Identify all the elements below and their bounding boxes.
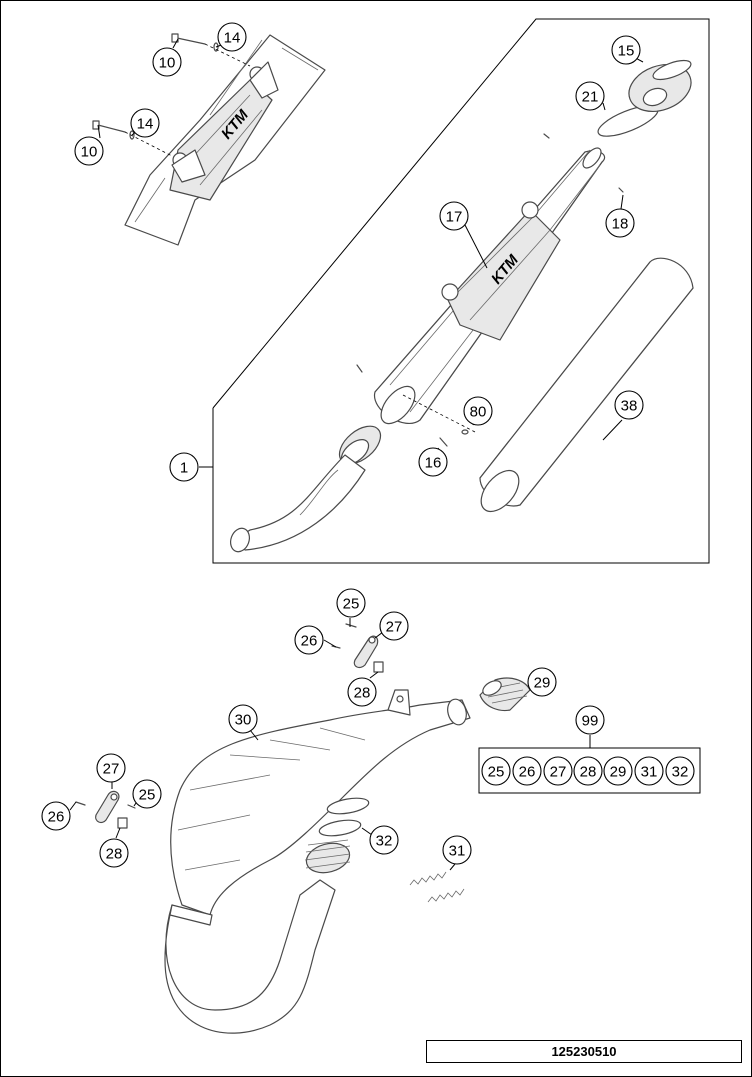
lower-bracket-hardware: [75, 790, 136, 829]
svg-text:99: 99: [582, 713, 599, 730]
svg-text:32: 32: [376, 833, 393, 850]
svg-text:31: 31: [449, 843, 466, 860]
svg-text:25: 25: [488, 764, 505, 781]
callout-21: 21: [575, 81, 605, 111]
svg-text:10: 10: [81, 144, 98, 161]
callout-25-upper: 25: [336, 588, 366, 618]
svg-text:26: 26: [519, 764, 536, 781]
svg-text:27: 27: [550, 764, 567, 781]
callout-10-lower: 10: [74, 136, 104, 166]
svg-text:80: 80: [470, 404, 487, 421]
callout-16: 16: [418, 447, 448, 477]
svg-text:10: 10: [159, 55, 176, 72]
svg-text:32: 32: [672, 764, 689, 781]
callout-18: 18: [605, 208, 635, 238]
silencer-illustration: KTM: [229, 133, 624, 553]
kit-part-28: 28: [573, 756, 603, 786]
callout-25-lower: 25: [132, 779, 162, 809]
svg-text:15: 15: [618, 43, 635, 60]
header-pipe-illustration: [164, 689, 471, 1034]
o-rings-illustration: [318, 797, 370, 837]
callout-14-lower: 14: [130, 108, 160, 138]
packing-tube-illustration: [479, 257, 694, 513]
svg-text:25: 25: [343, 596, 360, 613]
svg-text:14: 14: [224, 30, 241, 47]
svg-text:38: 38: [621, 398, 638, 415]
svg-text:29: 29: [610, 764, 627, 781]
kit-part-31: 31: [634, 756, 664, 786]
callout-14-upper: 14: [217, 22, 247, 52]
svg-text:27: 27: [386, 619, 403, 636]
frame-mount-illustration: KTM: [92, 33, 326, 246]
rubber-boot-illustration: [479, 677, 531, 712]
svg-text:18: 18: [612, 216, 629, 233]
svg-text:14: 14: [137, 116, 154, 133]
callout-38: 38: [614, 390, 644, 420]
svg-text:21: 21: [582, 89, 599, 106]
callout-1: 1: [169, 452, 199, 482]
svg-text:28: 28: [580, 764, 597, 781]
callout-10-upper: 10: [152, 47, 182, 77]
callout-26-lower: 26: [41, 801, 71, 831]
callout-29: 29: [527, 667, 557, 697]
callout-15: 15: [611, 35, 641, 65]
drawing-number-label: 125230510: [551, 1044, 617, 1059]
kit-part-27: 27: [543, 756, 573, 786]
kit-part-32: 32: [665, 756, 695, 786]
end-cap-illustration: [597, 59, 692, 137]
callout-31: 31: [442, 835, 472, 865]
svg-text:28: 28: [106, 846, 123, 863]
svg-text:30: 30: [235, 712, 252, 729]
kit-part-26: 26: [512, 756, 542, 786]
callout-26-upper: 26: [294, 625, 324, 655]
svg-text:1: 1: [180, 460, 188, 477]
callout-32: 32: [369, 825, 399, 855]
callout-27-lower: 27: [96, 753, 126, 783]
callout-28-upper: 28: [347, 677, 377, 707]
kit-part-25: 25: [481, 756, 511, 786]
svg-text:29: 29: [534, 675, 551, 692]
callout-30: 30: [228, 704, 258, 734]
callout-80: 80: [463, 396, 493, 426]
callout-28-lower: 28: [99, 838, 129, 868]
silencer-assembly-outline: [212, 18, 710, 564]
svg-text:16: 16: [425, 455, 442, 472]
svg-text:28: 28: [354, 685, 371, 702]
svg-text:26: 26: [48, 809, 65, 826]
kit-part-29: 29: [603, 756, 633, 786]
springs-illustration: [409, 871, 465, 903]
svg-text:26: 26: [301, 633, 318, 650]
svg-text:17: 17: [446, 209, 463, 226]
drawing-number-box: 125230510: [426, 1040, 742, 1063]
upper-bracket-hardware: [331, 623, 384, 673]
callout-27-upper: 27: [379, 611, 409, 641]
svg-text:31: 31: [641, 764, 658, 781]
svg-text:25: 25: [139, 787, 156, 804]
callout-17: 17: [439, 201, 469, 231]
callout-99: 99: [575, 705, 605, 735]
svg-text:27: 27: [103, 761, 120, 778]
